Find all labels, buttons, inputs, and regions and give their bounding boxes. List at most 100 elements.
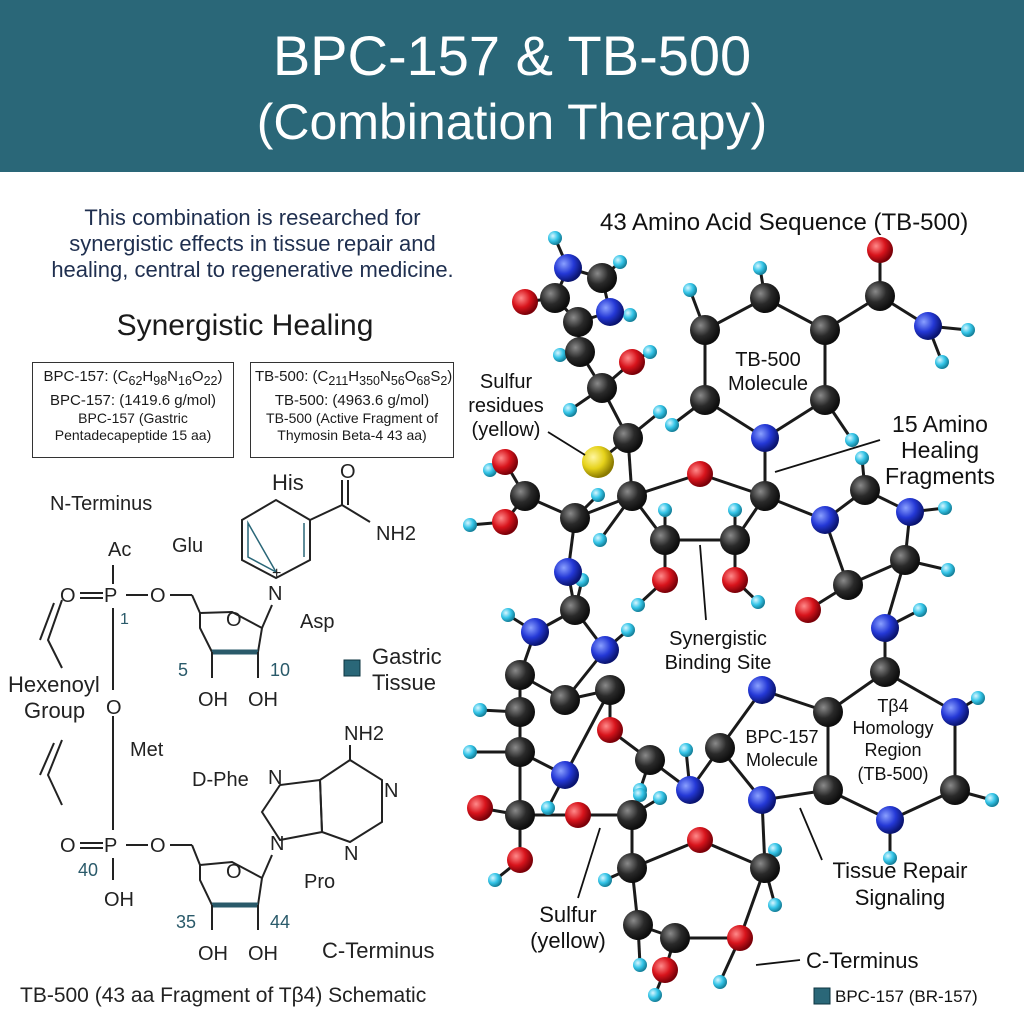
hydrogen-atom — [768, 898, 782, 912]
tissue-repair-label: Tissue Repair — [833, 858, 968, 883]
hydrogen-atom — [985, 793, 999, 807]
oh-label: OH — [248, 943, 278, 965]
page-subtitle: (Combination Therapy) — [256, 94, 768, 150]
tb-desc-1: TB-500 (Active Fragment of — [266, 410, 438, 426]
oxygen-atom — [492, 449, 518, 475]
hydrogen-atom — [648, 988, 662, 1002]
ac-label: Ac — [108, 539, 131, 561]
carbon-atom — [623, 910, 653, 940]
tb-formula: TB-500: (C211H350N56O68S2) — [255, 368, 453, 388]
hydrogen-atom — [593, 533, 607, 547]
oxygen-atom — [652, 957, 678, 983]
hydrogen-atom — [845, 433, 859, 447]
carbon-atom — [613, 423, 643, 453]
gastric-label: Gastric — [372, 644, 442, 669]
hydrogen-atom — [665, 418, 679, 432]
carbon-atom — [810, 385, 840, 415]
carbon-atom — [587, 373, 617, 403]
hydrogen-atom — [941, 563, 955, 577]
carbon-atom — [650, 525, 680, 555]
carbon-atom — [510, 481, 540, 511]
oxygen-atom — [492, 509, 518, 535]
hydrogen-atom — [563, 403, 577, 417]
group-label: Group — [24, 698, 85, 723]
sulfur-label: Sulfur — [539, 902, 596, 927]
bridge-o-label: O — [150, 585, 166, 607]
amino-fragments-label: Fragments — [885, 463, 995, 489]
oxygen-atom — [867, 237, 893, 263]
bond — [563, 689, 612, 776]
carbon-atom — [690, 315, 720, 345]
title-banner: BPC-157 & TB-500 (Combination Therapy) — [0, 0, 1024, 172]
hydrogen-atom — [488, 873, 502, 887]
oxygen-atom — [565, 802, 591, 828]
hydrogen-atom — [473, 703, 487, 717]
nitrogen-atom — [591, 636, 619, 664]
phosphate-o-label: O — [60, 835, 76, 857]
intro-line: synergistic effects in tissue repair and — [69, 231, 436, 256]
schematic-labels: N-Terminus His O NH2 Ac Glu O P O 1 N + … — [8, 461, 442, 1007]
carbon-atom — [870, 657, 900, 687]
carbon-atom — [550, 685, 580, 715]
carbon-atom — [560, 595, 590, 625]
tb-info-box: TB-500: (C211H350N56O68S2) TB-500: (4963… — [250, 362, 454, 458]
bpc-formula-label: BPC-157: (C — [43, 368, 129, 385]
bpc-desc-2: Pentadecapeptide 15 aa) — [54, 427, 212, 443]
bpc-formula-c: 62 — [128, 374, 143, 388]
hydrogen-atom — [855, 451, 869, 465]
hydrogen-atom — [658, 503, 672, 517]
tb-formula-s: 2 — [440, 374, 448, 388]
carbon-atom — [705, 733, 735, 763]
nitrogen-atom — [811, 506, 839, 534]
bpc-formula-o: 22 — [203, 374, 218, 388]
bpc157-label: BPC-157 — [745, 727, 818, 747]
nitrogen-atom — [748, 676, 776, 704]
binding-site-label: Binding Site — [665, 652, 772, 674]
bpc-formula: BPC-157: (C62H98N16O22) — [43, 368, 223, 388]
carbon-atom — [617, 853, 647, 883]
hydrogen-atom — [623, 308, 637, 322]
callout-lines — [547, 431, 881, 966]
nitrogen-atom — [551, 761, 579, 789]
purine-n-label: N — [344, 843, 358, 865]
hydrogen-atom — [913, 603, 927, 617]
met-label: Met — [130, 739, 164, 761]
hexenoyl-label: Hexenoyl — [8, 672, 100, 697]
carbon-atom — [635, 745, 665, 775]
nitrogen-atom — [521, 618, 549, 646]
carbon-atom — [813, 697, 843, 727]
schematic-caption: TB-500 (43 aa Fragment of Tβ4) Schematic — [20, 984, 426, 1007]
position-1-label: 1 — [120, 611, 129, 628]
hydrogen-atom — [653, 405, 667, 419]
purine-n-label: N — [270, 833, 284, 855]
hydrogen-atom — [971, 691, 985, 705]
hydrogen-atom — [713, 975, 727, 989]
position-40-label: 40 — [78, 860, 98, 880]
carbon-atom — [833, 570, 863, 600]
ring-n-label: N — [268, 583, 282, 605]
tb4-homology-label: Homology — [852, 718, 933, 738]
hydrogen-atom — [961, 323, 975, 337]
bpc-legend-swatch — [813, 987, 831, 1005]
nitrogen-atom — [876, 806, 904, 834]
position-5-label: 5 — [178, 660, 188, 680]
carbon-atom — [813, 775, 843, 805]
carbon-atom — [750, 853, 780, 883]
nitrogen-atom — [914, 312, 942, 340]
nitrogen-atom — [554, 254, 582, 282]
oxygen-atom — [687, 461, 713, 487]
nitrogen-atom — [596, 298, 624, 326]
tb500-label: Molecule — [728, 373, 808, 395]
amino-fragments-label: 15 Amino — [892, 411, 988, 437]
bridge-o-label: O — [150, 835, 166, 857]
carbon-atom — [810, 315, 840, 345]
tb500-label: TB-500 — [735, 349, 801, 371]
carbon-atom — [505, 697, 535, 727]
nh2-bottom-label: NH2 — [344, 723, 384, 745]
charge-plus-label: + — [272, 565, 281, 582]
intro-line: This combination is researched for — [84, 205, 421, 230]
hydrogen-atom — [591, 488, 605, 502]
carbon-atom — [660, 923, 690, 953]
carbon-atom — [540, 283, 570, 313]
oh-label: OH — [198, 689, 228, 711]
